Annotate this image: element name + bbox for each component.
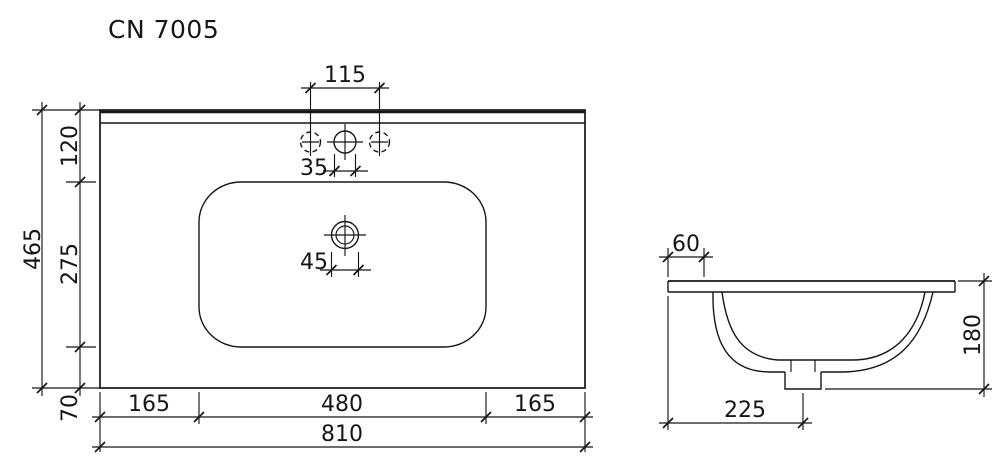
basin-bowl-outline xyxy=(198,181,487,348)
dim-drain-diameter: 45 xyxy=(300,250,371,277)
drain-outlet xyxy=(784,360,822,390)
dim-width-left-label: 165 xyxy=(128,392,170,417)
plan-view: 115 35 45 465 xyxy=(21,63,593,453)
dim-width-total-label: 810 xyxy=(321,422,363,447)
dim-hole-spacing: 115 xyxy=(301,63,389,156)
dim-drain-offset-label: 225 xyxy=(724,398,766,423)
dim-height-label: 180 xyxy=(961,314,986,356)
dim-width-chain: 165 480 165 xyxy=(92,392,593,452)
dim-drain-diameter-label: 45 xyxy=(300,250,328,275)
dim-depth-total: 465 xyxy=(21,102,100,396)
faucet-hole xyxy=(327,124,363,160)
dim-width-right-label: 165 xyxy=(514,392,556,417)
side-profile xyxy=(667,280,956,373)
plan-outline xyxy=(99,109,586,389)
dim-overhang-label: 60 xyxy=(672,232,700,257)
dim-overhang: 60 xyxy=(659,232,713,277)
dim-depth-front-label: 70 xyxy=(58,394,83,422)
dim-depth-chain: 120 275 70 xyxy=(58,102,96,422)
drain-hole xyxy=(324,215,366,256)
dim-depth-bowl-label: 275 xyxy=(58,243,83,285)
dim-faucet-hole-diameter-label: 35 xyxy=(300,156,328,181)
dim-width-total: 810 xyxy=(92,422,593,453)
dim-depth-back-label: 120 xyxy=(58,125,83,167)
dim-height: 180 xyxy=(825,273,992,397)
side-view: 60 180 225 xyxy=(659,232,992,430)
dim-faucet-hole-diameter: 35 xyxy=(300,154,368,181)
dim-width-bowl-label: 480 xyxy=(321,392,363,417)
dim-depth-total-label: 465 xyxy=(21,228,46,270)
dim-hole-spacing-label: 115 xyxy=(324,63,366,88)
dim-drain-offset: 225 xyxy=(659,296,812,430)
drawing-title: CN 7005 xyxy=(108,15,219,44)
